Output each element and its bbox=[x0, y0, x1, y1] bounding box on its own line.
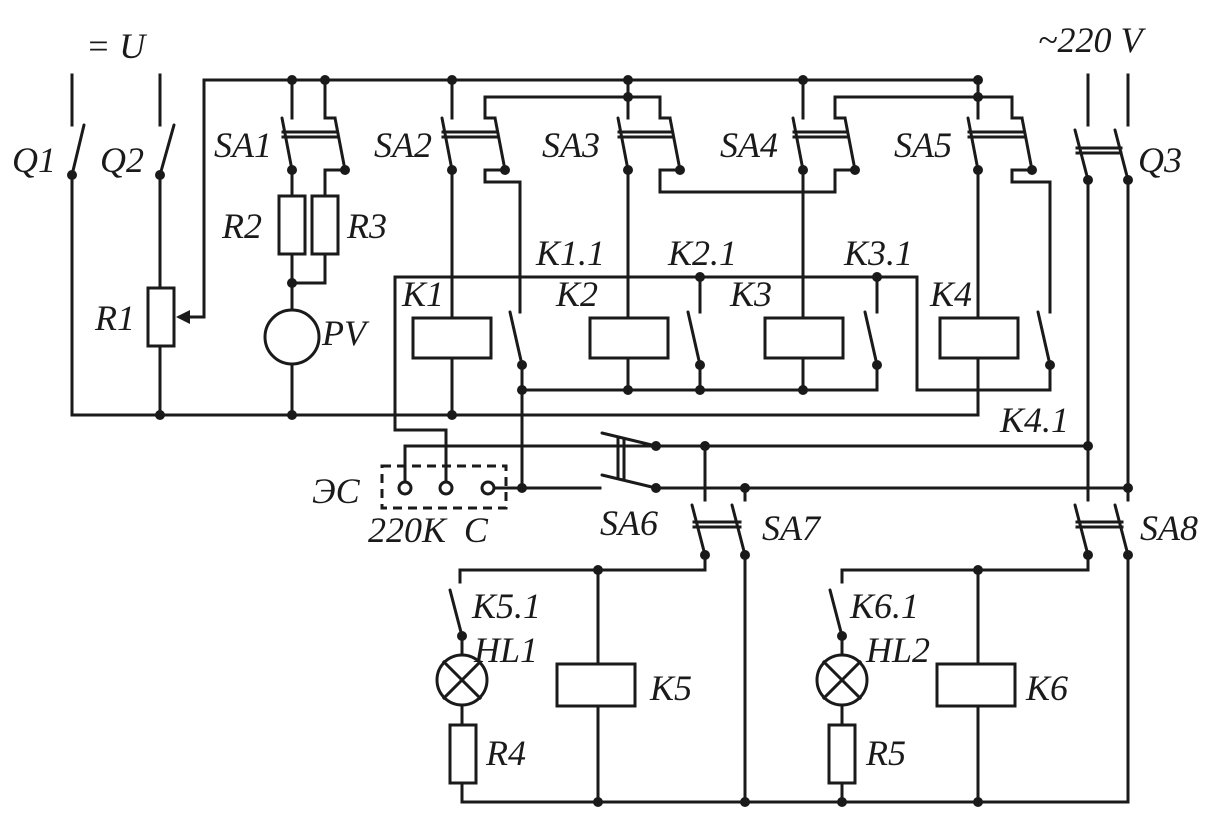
contact-k2-1 bbox=[686, 272, 705, 395]
label-sa4: SA4 bbox=[720, 125, 778, 165]
label-sa5: SA5 bbox=[894, 125, 952, 165]
wiper-arrow bbox=[176, 310, 190, 324]
label-hl2: HL2 bbox=[865, 630, 930, 670]
switch-sa2 bbox=[440, 78, 522, 320]
label-sa3: SA3 bbox=[542, 125, 600, 165]
relay-coil-k3 bbox=[763, 316, 845, 360]
label-r2: R2 bbox=[221, 206, 262, 246]
label-sa7: SA7 bbox=[762, 508, 822, 548]
switch-sa3 bbox=[616, 78, 837, 320]
relay-coil-k6 bbox=[935, 662, 1017, 708]
relay-coil-k2 bbox=[588, 316, 670, 360]
label-k4: K4 bbox=[929, 274, 972, 314]
lamp-hl1 bbox=[435, 653, 489, 707]
label-sa1: SA1 bbox=[214, 125, 272, 165]
switch-sa6 bbox=[520, 431, 661, 493]
label-k6-1: K6.1 bbox=[849, 586, 919, 626]
label-r4: R4 bbox=[485, 733, 526, 773]
label-k5: K5 bbox=[649, 668, 692, 708]
resistor-r2 bbox=[277, 194, 307, 256]
label-dc-supply: = U bbox=[86, 26, 147, 66]
relay-coil-k1 bbox=[411, 316, 493, 360]
resistor-r1 bbox=[146, 286, 176, 348]
resistor-r4 bbox=[448, 723, 478, 785]
switch-q3 bbox=[1073, 73, 1133, 502]
label-r1: R1 bbox=[94, 298, 135, 338]
switch-sa5 bbox=[966, 78, 1052, 320]
relay-coil-k4 bbox=[938, 316, 1020, 360]
label-hl1: HL1 bbox=[473, 630, 538, 670]
connector-pin-1 bbox=[397, 480, 413, 496]
connector-es bbox=[380, 464, 508, 510]
label-k5-1: K5.1 bbox=[471, 586, 541, 626]
label-q3: Q3 bbox=[1138, 140, 1182, 180]
label-sa8: SA8 bbox=[1140, 508, 1198, 548]
switch-sa4 bbox=[791, 78, 860, 320]
label-r3: R3 bbox=[346, 206, 387, 246]
label-connector: ЭС bbox=[312, 471, 361, 511]
resistor-r5 bbox=[827, 723, 857, 785]
label-k1: K1 bbox=[401, 274, 444, 314]
label-pv: PV bbox=[321, 313, 370, 353]
label-sa6: SA6 bbox=[600, 503, 658, 543]
resistor-r3 bbox=[310, 194, 340, 256]
contact-k4-1 bbox=[1036, 310, 1055, 392]
label-q1: Q1 bbox=[12, 140, 56, 180]
voltmeter-pv bbox=[263, 308, 321, 366]
connector-pin-2 bbox=[438, 480, 454, 496]
lamp-hl2 bbox=[815, 653, 869, 707]
contact-k1-1 bbox=[508, 310, 527, 490]
label-k1-1: K1.1 bbox=[535, 233, 605, 273]
label-k3: K3 bbox=[729, 274, 772, 314]
label-k2: K2 bbox=[555, 274, 598, 314]
connector-pin-3 bbox=[480, 480, 496, 496]
label-k2-1: K2.1 bbox=[667, 233, 737, 273]
switch-sa8 bbox=[1073, 503, 1133, 804]
switch-sa7 bbox=[690, 444, 750, 804]
label-connector-pins: 220К С bbox=[368, 510, 489, 550]
dc-supply-section bbox=[67, 73, 980, 420]
lamp-branch-1 bbox=[435, 565, 707, 804]
label-k6: K6 bbox=[1025, 668, 1068, 708]
sa1-voltmeter-branch bbox=[263, 78, 350, 420]
label-k3-1: K3.1 bbox=[843, 233, 913, 273]
label-sa2: SA2 bbox=[374, 125, 432, 165]
label-ac-supply: ~220 V bbox=[1038, 20, 1146, 60]
label-r5: R5 bbox=[865, 733, 906, 773]
relay-coil-k5 bbox=[555, 662, 637, 708]
label-q2: Q2 bbox=[100, 140, 144, 180]
lamp-branch-2 bbox=[815, 565, 1090, 804]
label-k4-1: K4.1 bbox=[999, 400, 1069, 440]
contact-k3-1 bbox=[863, 272, 882, 392]
